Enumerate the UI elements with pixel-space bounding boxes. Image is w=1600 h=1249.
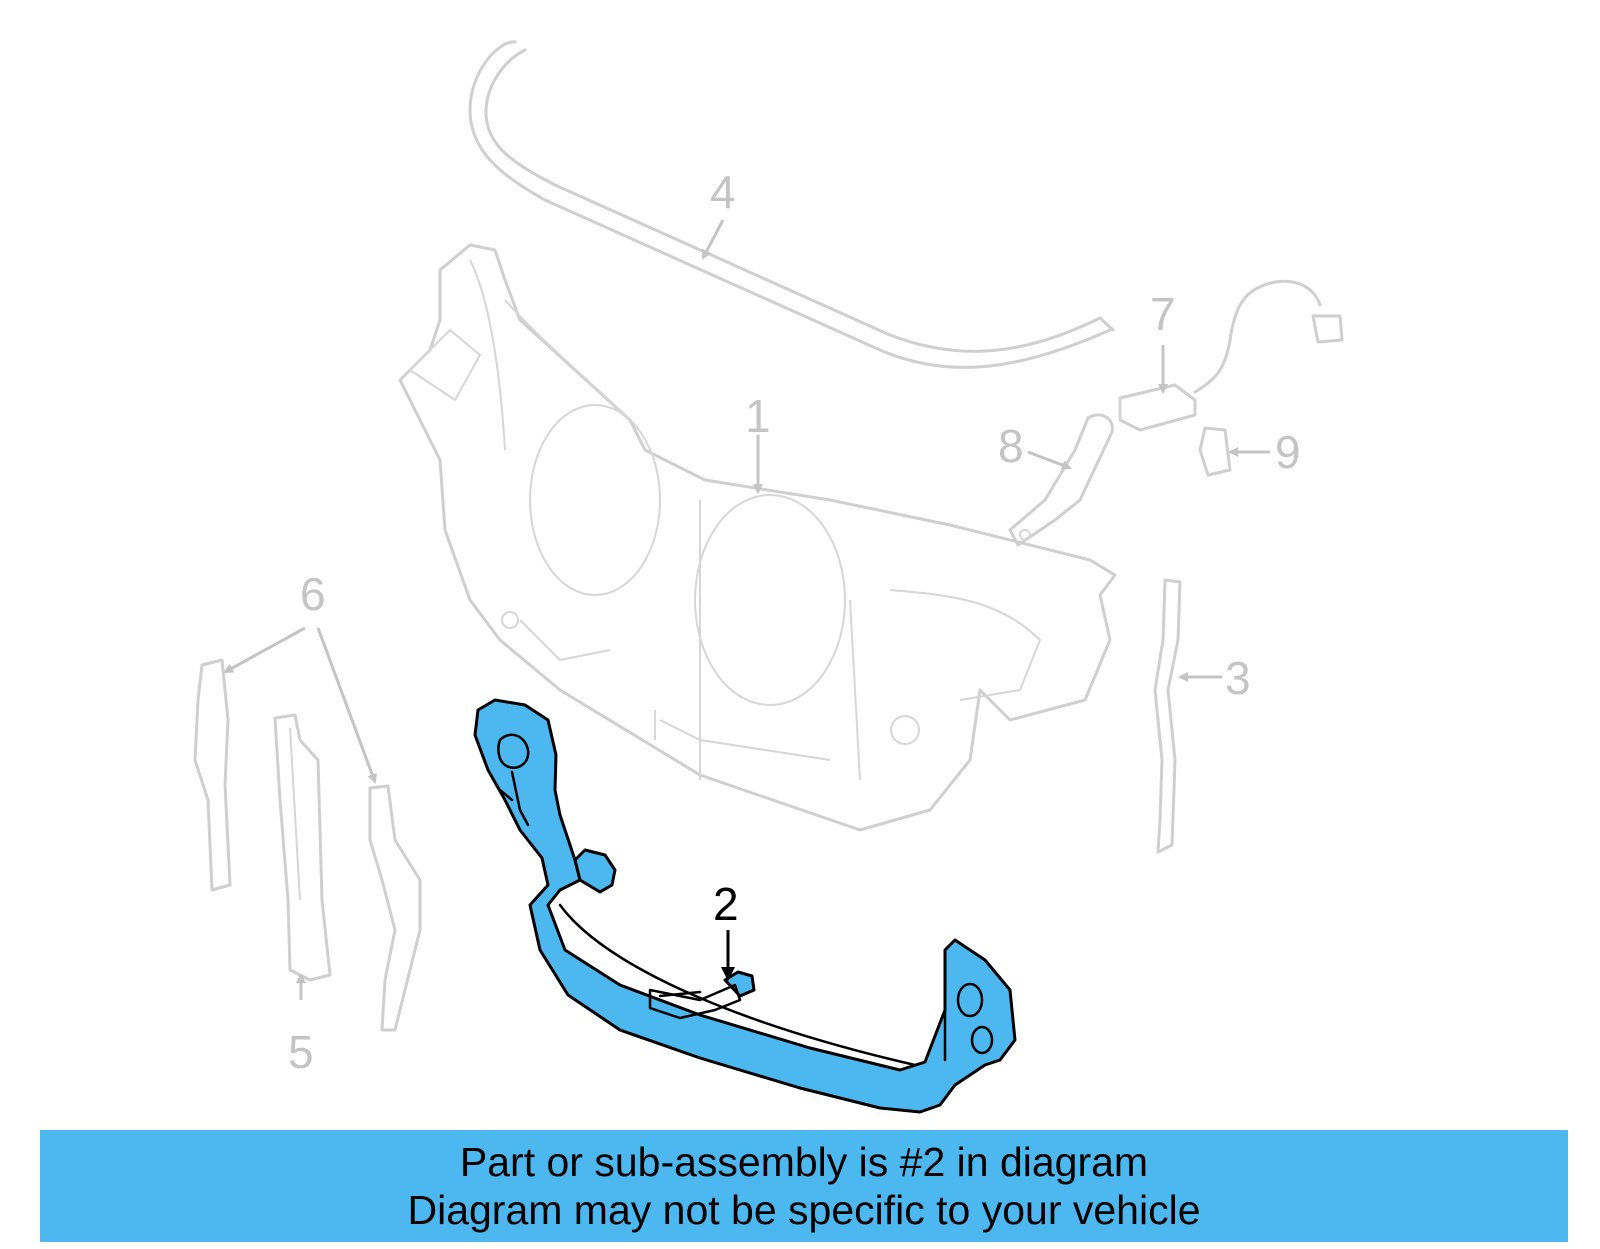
part-1-front-panel: [398, 243, 1117, 832]
callout-7: 7: [1150, 288, 1176, 340]
callout-9: 9: [1275, 426, 1301, 478]
part-2-lower-crossmember: [473, 698, 1017, 1114]
callout-4: 4: [710, 166, 736, 218]
banner-line-disclaimer: Diagram may not be specific to your vehi…: [407, 1187, 1201, 1233]
parts-diagram: 1 2 3 4 5 6 7 8 9: [193, 40, 1344, 1114]
info-banner: Part or sub-assembly is #2 in diagram Di…: [40, 1130, 1568, 1242]
part-9-clip: [1198, 426, 1232, 477]
leader-8: [1027, 450, 1072, 470]
callout-6: 6: [300, 568, 326, 620]
callout-numbers: 1 2 3 4 5 6 7 8 9: [288, 166, 1301, 1078]
callout-1: 1: [745, 390, 771, 442]
callout-2: 2: [713, 878, 739, 930]
callout-5: 5: [288, 1026, 314, 1078]
leader-4: [701, 219, 725, 260]
banner-line-part-info: Part or sub-assembly is #2 in diagram: [459, 1139, 1149, 1185]
leader-6a: [223, 626, 306, 674]
callout-leaders: [223, 219, 1270, 1000]
part-5-vertical-bar: [273, 713, 332, 982]
leader-6b: [316, 627, 377, 784]
callout-3: 3: [1225, 652, 1251, 704]
part-4-seal-strip: [468, 40, 1115, 369]
part-7-sensor: [1118, 279, 1344, 432]
part-8-bracket: [1008, 413, 1114, 547]
part-3-side-strip: [1153, 578, 1182, 854]
callout-8: 8: [998, 420, 1024, 472]
part-6-side-brackets: [193, 658, 422, 1032]
